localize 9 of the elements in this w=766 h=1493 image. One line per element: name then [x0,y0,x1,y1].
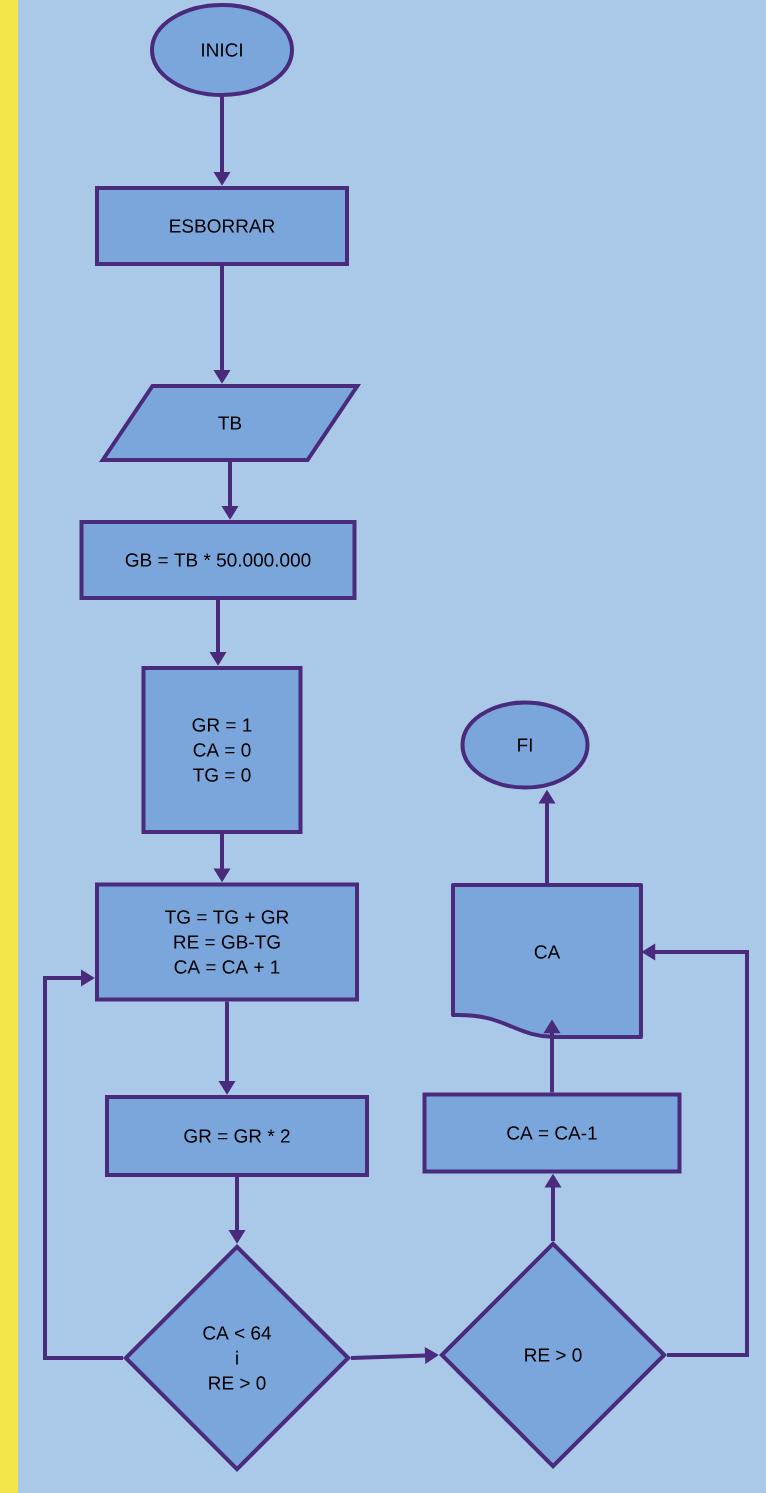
process-box: ESBORRAR [95,186,349,266]
process-box: GB = TB * 50.000.000 [79,520,357,600]
process-box: CA = CA-1 [422,1092,682,1174]
process-box: TG = TG + GR RE = GB-TG CA = CA + 1 [95,882,359,1002]
end-oval: FI [460,700,590,790]
process-box: GR = 1 CA = 0 TG = 0 [141,666,303,834]
arrow [43,969,123,1360]
start-oval: INICI [150,3,294,97]
process-box: GR = GR * 2 [105,1095,369,1177]
